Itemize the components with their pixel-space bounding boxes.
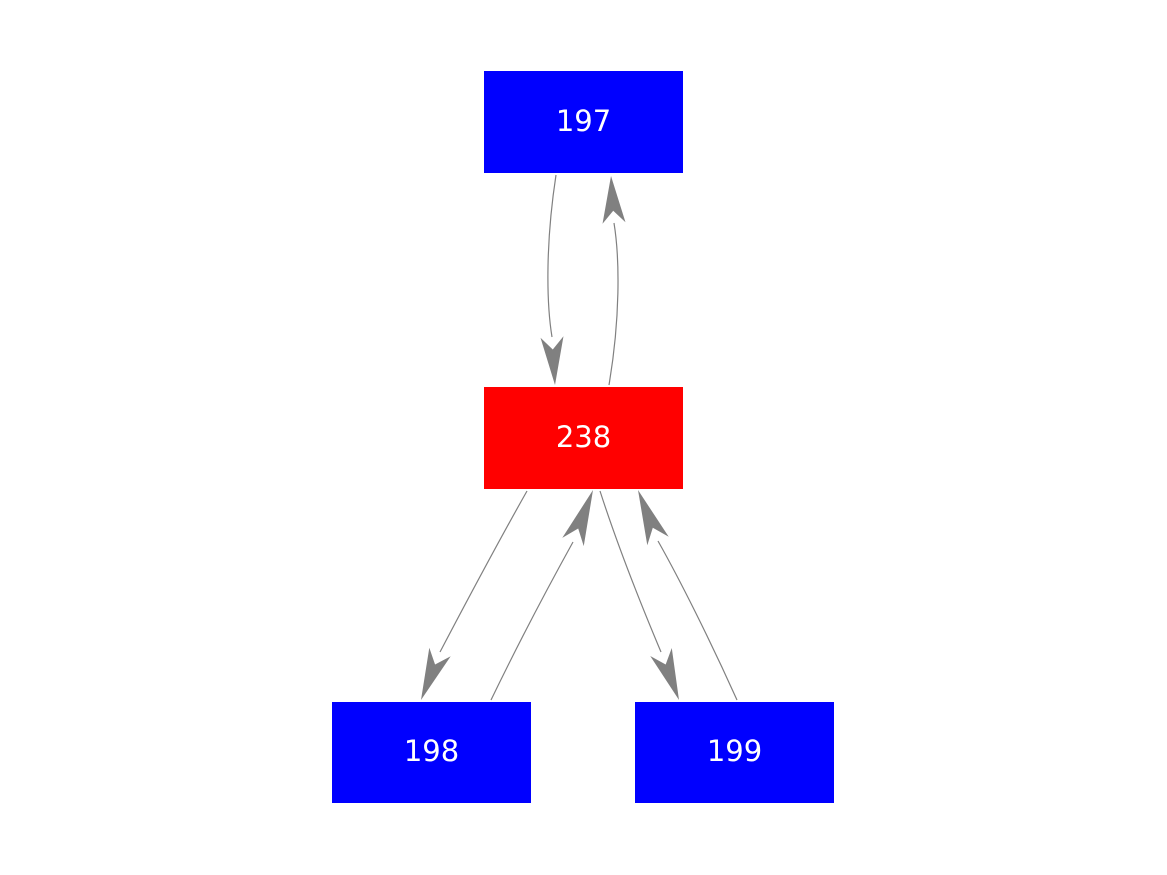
node-box[interactable] — [332, 702, 531, 803]
graph-edge — [599, 490, 679, 700]
edge-line — [599, 490, 662, 653]
edge-arrowhead-icon — [602, 176, 626, 224]
edge-line — [439, 490, 528, 653]
node-box[interactable] — [484, 387, 683, 489]
edge-line — [657, 540, 738, 701]
edge-arrowhead-icon — [421, 647, 451, 700]
edge-line — [547, 174, 557, 338]
graph-node[interactable]: 198 — [332, 702, 531, 803]
graph-edge — [421, 490, 528, 700]
graph-node[interactable]: 238 — [484, 387, 683, 489]
edge-line — [608, 222, 619, 386]
graph-edge — [540, 174, 564, 385]
edge-line — [490, 541, 574, 701]
edge-arrowhead-icon — [650, 647, 679, 700]
graph-edge — [602, 176, 626, 386]
graph-node[interactable]: 199 — [635, 702, 834, 803]
node-box[interactable] — [484, 71, 683, 173]
edges-layer — [421, 174, 738, 701]
graph-node[interactable]: 197 — [484, 71, 683, 173]
edge-arrowhead-icon — [562, 490, 593, 547]
edge-arrowhead-icon — [540, 336, 564, 385]
graph-edge — [490, 490, 593, 701]
edge-arrowhead-icon — [638, 490, 669, 546]
node-box[interactable] — [635, 702, 834, 803]
graph-edge — [638, 490, 738, 701]
